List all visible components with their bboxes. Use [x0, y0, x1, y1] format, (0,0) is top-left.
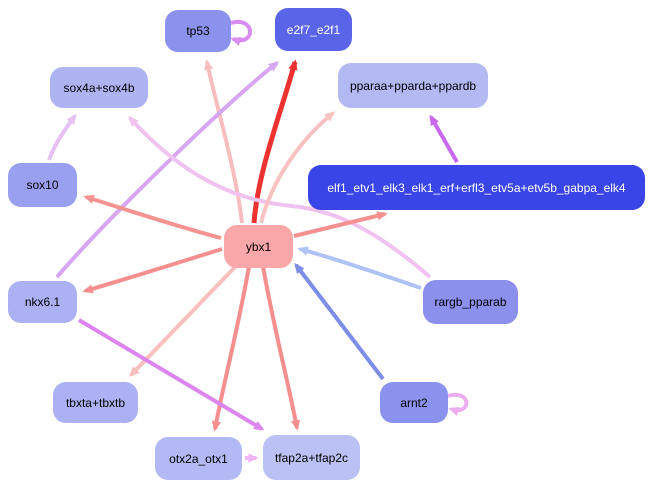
node-label: tbxta+tbxtb — [65, 395, 126, 410]
edge-arnt2-to-ybx1 — [294, 262, 385, 381]
graph-node-sox4a[interactable]: sox4a+sox4b — [50, 67, 148, 108]
node-label: pparaa+pparda+ppardb — [349, 78, 477, 93]
edge-ybx1-to-tbxta — [129, 264, 238, 377]
edge-ybx1-to-tfap2a — [261, 265, 301, 431]
graph-node-tfap2a[interactable]: tfap2a+tfap2c — [263, 435, 360, 480]
graph-node-sox10[interactable]: sox10 — [8, 163, 77, 207]
graph-node-ybx1[interactable]: ybx1 — [224, 225, 293, 268]
edge-ybx1-to-pparaa — [259, 111, 336, 224]
edge-ybx1-to-otx2a_otx1 — [211, 265, 251, 432]
node-label: arnt2 — [400, 395, 428, 410]
node-label: elf1_etv1_elk3_elk1_erf+erfl3_etv5a+etv5… — [327, 180, 626, 195]
node-label: e2f7_e2f1 — [286, 22, 341, 37]
node-label: otx2a_otx1 — [169, 451, 228, 466]
graph-node-nkx6_1[interactable]: nkx6.1 — [8, 281, 77, 323]
node-label: rargb_pparab — [434, 295, 507, 309]
edge-ybx1-to-elf1 — [293, 211, 388, 238]
edge-ybx1-to-sox10 — [83, 194, 222, 240]
graph-node-tp53[interactable]: tp53 — [165, 10, 231, 52]
edge-nkx6_1-to-tfap2a — [77, 318, 265, 431]
graph-node-pparaa[interactable]: pparaa+pparda+ppardb — [338, 63, 488, 108]
edge-tp53-to-tp53 — [230, 19, 252, 46]
graph-node-arnt2[interactable]: arnt2 — [380, 382, 448, 423]
node-label: nkx6.1 — [24, 295, 61, 309]
node-label: sox10 — [26, 178, 59, 192]
node-label: tfap2a+tfap2c — [274, 450, 349, 465]
edge-arnt2-to-arnt2 — [447, 392, 469, 416]
node-label: sox4a+sox4b — [63, 80, 135, 95]
edge-rargb_pparab-to-ybx1 — [297, 246, 422, 290]
edge-ybx1-to-tp53 — [204, 59, 244, 224]
graph-node-elf1[interactable]: elf1_etv1_elk3_elk1_erf+erfl3_etv5a+etv5… — [308, 165, 645, 210]
graph-node-rargb_pparab[interactable]: rargb_pparab — [423, 280, 518, 324]
graph-node-e2f7_e2f1[interactable]: e2f7_e2f1 — [275, 8, 352, 51]
edge-ybx1-to-nkx6_1 — [82, 247, 223, 294]
edge-sox10-to-sox4a — [47, 113, 77, 161]
edge-ybx1-to-e2f7_e2f1 — [251, 59, 298, 224]
edge-rargb_pparab-to-sox4a — [128, 115, 432, 279]
node-label: tp53 — [186, 24, 210, 38]
edge-elf1-to-pparaa — [429, 114, 459, 164]
node-label: ybx1 — [245, 239, 272, 254]
graph-node-tbxta[interactable]: tbxta+tbxtb — [53, 382, 138, 423]
graph-node-otx2a_otx1[interactable]: otx2a_otx1 — [155, 437, 242, 480]
